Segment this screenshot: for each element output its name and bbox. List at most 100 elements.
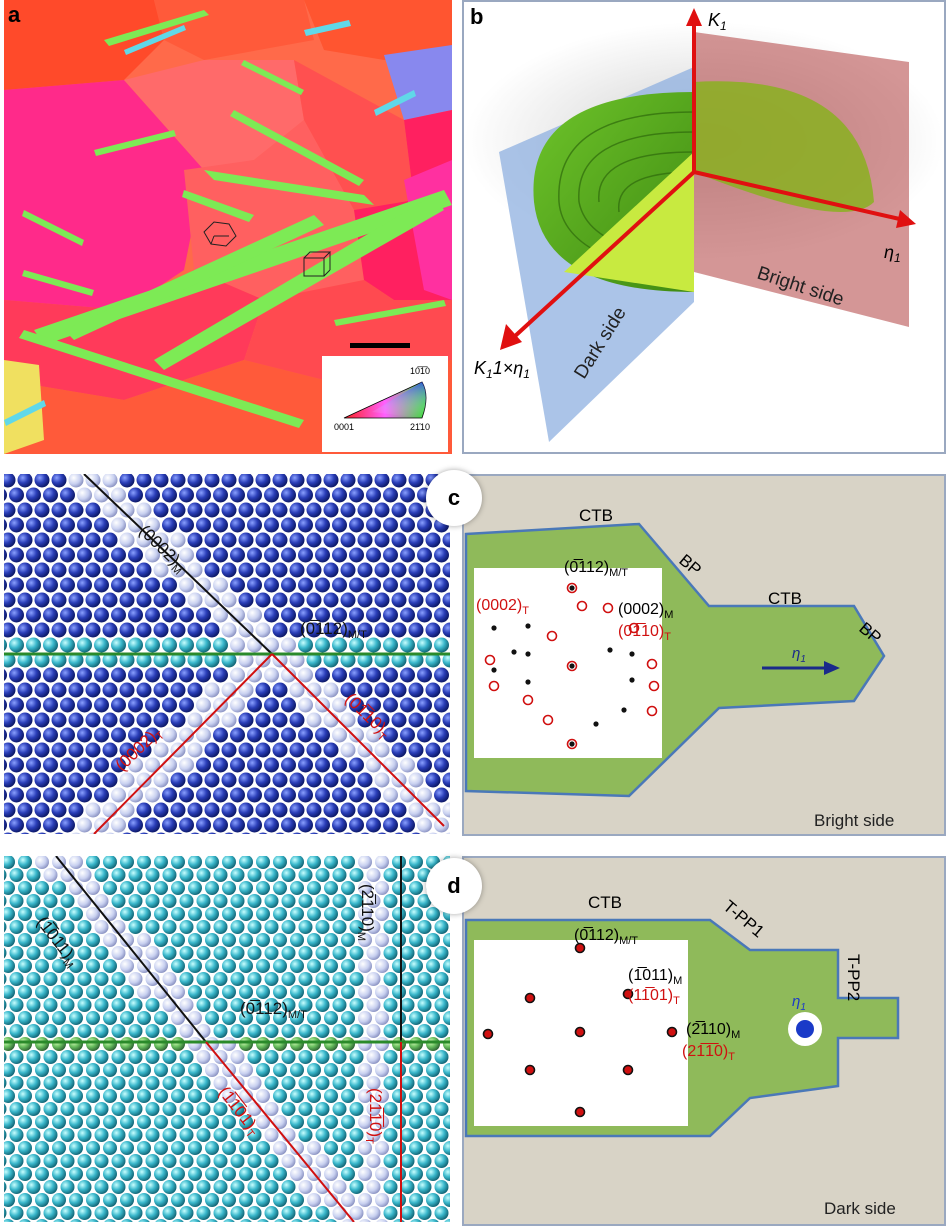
atom	[43, 1154, 58, 1168]
atom	[255, 532, 271, 548]
atom	[60, 817, 75, 833]
dark-side-d-label: Dark side	[824, 1199, 896, 1218]
atom	[120, 1141, 134, 1155]
atom	[408, 772, 424, 788]
atom	[128, 1102, 143, 1116]
atom	[153, 742, 169, 758]
atom	[213, 1024, 228, 1038]
atom	[323, 802, 339, 818]
atom	[119, 592, 135, 608]
atom	[281, 1102, 296, 1116]
atom	[298, 1102, 313, 1116]
atom	[145, 667, 160, 683]
atom	[213, 1128, 228, 1142]
atom	[417, 637, 432, 653]
atom	[4, 1129, 7, 1141]
atom	[341, 933, 355, 947]
atom	[154, 959, 168, 973]
atom	[60, 757, 75, 773]
atom	[409, 1063, 423, 1077]
atom	[205, 985, 219, 999]
atom	[171, 1193, 185, 1207]
atom	[111, 972, 126, 986]
atom	[4, 907, 15, 921]
atom	[374, 592, 390, 608]
atom	[128, 517, 143, 533]
atom	[187, 502, 203, 518]
atom	[307, 1115, 321, 1129]
panel-c-schematic: CTB BP CTB BP η1 (0̅112)M/T (0002)T (000…	[462, 474, 946, 836]
atom	[443, 1063, 450, 1077]
atom	[383, 920, 398, 934]
atom	[426, 1167, 440, 1181]
atom	[86, 985, 100, 999]
atom	[392, 1037, 406, 1051]
atom	[53, 1219, 65, 1222]
atom	[376, 1219, 388, 1222]
atom	[289, 562, 305, 578]
atom	[298, 667, 313, 683]
atom	[290, 1037, 304, 1051]
atom	[392, 856, 406, 869]
atom	[60, 487, 75, 503]
atom	[281, 607, 296, 623]
atom	[179, 607, 194, 623]
diff-0110T-label-c: (01̅10)T	[618, 622, 671, 643]
atom	[213, 1050, 228, 1064]
atom	[4, 832, 13, 834]
atom	[170, 474, 186, 488]
atom	[366, 637, 381, 653]
atom	[77, 637, 92, 653]
atom	[221, 802, 237, 818]
atom	[60, 667, 75, 683]
atom	[94, 1024, 109, 1038]
eta1-label-d: η1	[792, 993, 806, 1013]
atom	[400, 757, 415, 773]
atom	[86, 1193, 100, 1207]
atom	[43, 667, 58, 683]
atom	[366, 920, 381, 934]
atom	[315, 998, 330, 1012]
atom	[290, 933, 304, 947]
atom	[366, 1050, 381, 1064]
atom	[204, 712, 220, 728]
atom	[171, 1115, 185, 1129]
atom	[298, 637, 313, 653]
atom	[247, 894, 262, 908]
atom	[4, 609, 7, 621]
atom	[238, 502, 254, 518]
atom	[34, 682, 50, 698]
atom	[128, 817, 143, 833]
atom	[383, 1154, 398, 1168]
atom	[417, 1024, 432, 1038]
atom	[383, 1050, 398, 1064]
atom	[4, 1077, 7, 1089]
atom	[349, 667, 364, 683]
atom	[145, 547, 160, 563]
atom	[349, 1180, 364, 1194]
atom	[26, 1128, 41, 1142]
atom	[4, 1011, 15, 1025]
atom	[120, 985, 134, 999]
atom	[26, 577, 41, 593]
atom	[272, 712, 288, 728]
atom	[366, 577, 381, 593]
atom	[255, 802, 271, 818]
atom	[77, 1128, 92, 1142]
atom	[264, 757, 279, 773]
atom	[34, 742, 50, 758]
atom	[196, 517, 211, 533]
atom	[9, 920, 24, 934]
atom	[392, 1141, 406, 1155]
atom	[400, 547, 415, 563]
atom	[323, 652, 339, 668]
atom	[409, 985, 423, 999]
atom	[4, 856, 15, 869]
atom	[256, 907, 270, 921]
atom	[442, 742, 450, 758]
atom	[86, 1037, 100, 1051]
atom	[145, 1050, 160, 1064]
atom	[111, 1206, 126, 1220]
atom	[332, 637, 347, 653]
atom	[417, 972, 432, 986]
